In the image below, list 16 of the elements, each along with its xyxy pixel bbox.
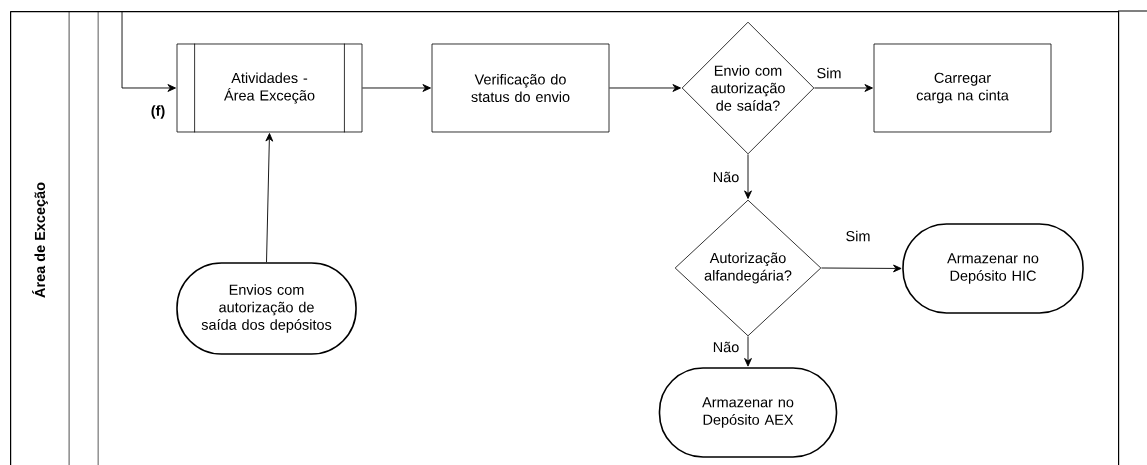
edge-label: Sim <box>844 229 872 243</box>
edge-label: (f) <box>149 104 167 120</box>
edge-label: Não <box>711 340 741 354</box>
arrow <box>608 84 681 92</box>
edge-label: Sim <box>815 66 843 80</box>
arrow <box>121 10 176 92</box>
process-box: Carregar carga na cinta <box>873 43 1052 133</box>
arrow <box>265 133 274 263</box>
arrow <box>813 84 873 92</box>
subprocess-box: Atividades - Área Exceção <box>176 43 363 133</box>
arrow <box>744 335 752 367</box>
edge-label: Não <box>711 170 741 184</box>
arrow <box>744 153 752 199</box>
arrow <box>820 264 902 273</box>
process-box: Verificação do status do envio <box>431 43 610 133</box>
arrow <box>361 84 431 92</box>
